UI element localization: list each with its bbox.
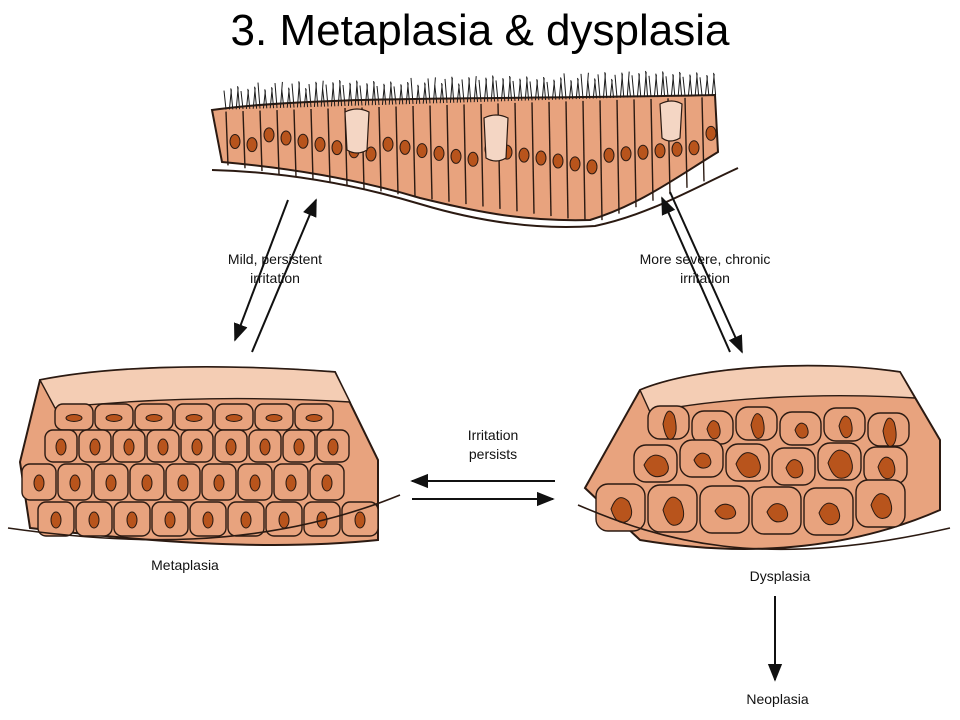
dysplasia-tissue	[577, 364, 951, 551]
neoplasia-label: Neoplasia	[746, 691, 809, 707]
columnar-epithelium	[210, 70, 739, 228]
metaplasia-tissue	[7, 365, 401, 546]
slide-title: 3. Metaplasia & dysplasia	[230, 6, 730, 55]
arrow-persists-pair	[410, 473, 555, 507]
metaplasia-label: Metaplasia	[151, 557, 219, 573]
dysplasia-label: Dysplasia	[749, 568, 811, 584]
arrow-severe-pair	[661, 191, 743, 354]
arrow-mild-pair	[234, 198, 317, 353]
